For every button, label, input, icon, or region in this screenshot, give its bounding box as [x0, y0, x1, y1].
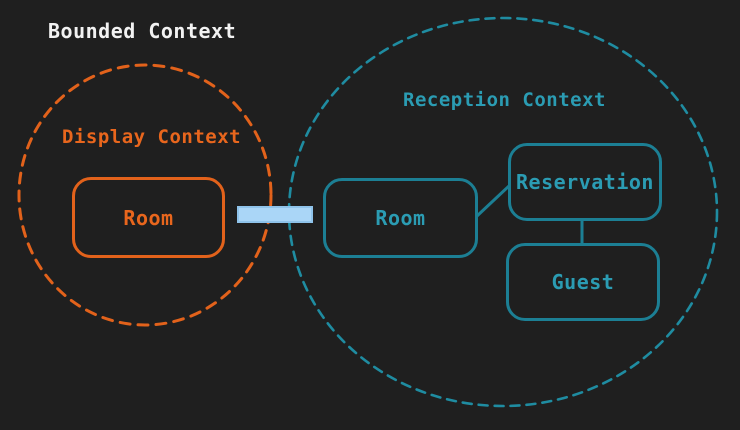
display-room-node: Room — [72, 177, 225, 258]
guest-node: Guest — [506, 243, 660, 321]
context-bridge-connector — [237, 206, 313, 223]
node-label: Reservation — [516, 170, 654, 194]
reservation-node: Reservation — [508, 143, 662, 221]
node-label: Room — [123, 205, 174, 230]
room-reservation-edge — [475, 184, 511, 218]
node-label: Guest — [551, 270, 615, 294]
display-context-label: Display Context — [62, 126, 242, 148]
reception-room-node: Room — [323, 178, 478, 258]
reception-context-label: Reception Context — [403, 89, 606, 111]
node-label: Room — [375, 206, 426, 230]
display-context-boundary — [17, 63, 273, 327]
diagram-title: Bounded Context — [48, 19, 237, 43]
